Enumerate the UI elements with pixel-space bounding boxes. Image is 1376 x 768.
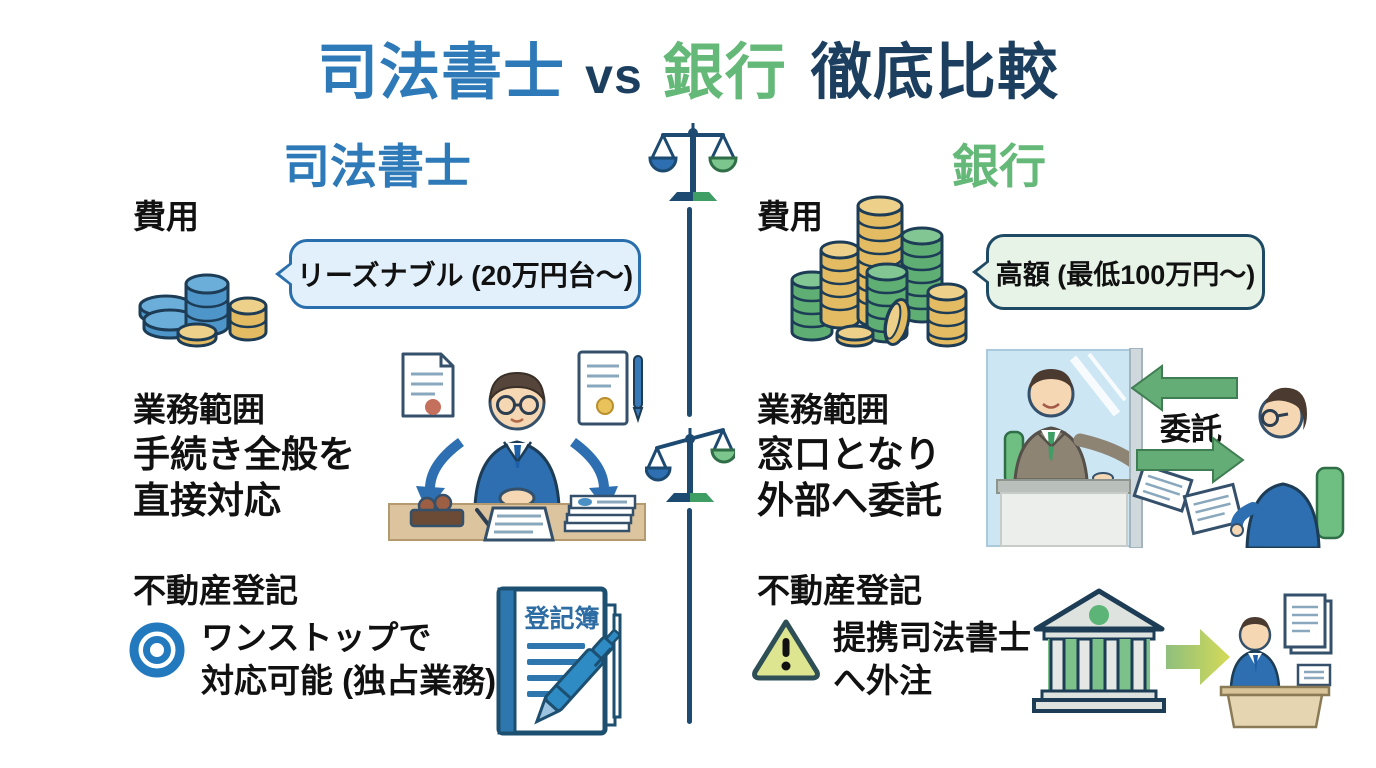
cost-label-left: 費用 [133,198,199,235]
scrivener-desk-illustration [388,350,646,542]
gradient-arrow-icon [1166,629,1230,685]
scrivener-person [473,371,561,509]
warning-icon [752,619,820,681]
scope-text-left-line2: 直接対応 [133,479,281,521]
bank-outsource-illustration [1032,588,1333,729]
cost-speech-bubble-right: 高額 (最低100万円〜) [986,234,1265,310]
scope-text-left: 手続き全般を 直接対応 [133,432,355,524]
pen-icon [534,629,621,725]
window-frame-bar [1129,348,1143,548]
bank-delegation-illustration: 委託 [986,348,1345,548]
title-bank: 銀行 [662,38,787,106]
scope-text-right: 窓口となり 外部へ委託 [757,432,942,524]
scope-label-left: 業務範囲 [133,391,265,428]
title-vs: vs [585,48,643,104]
paper-stack-icon [563,494,637,533]
documents-icon [1283,593,1333,655]
scope-text-right-line1: 窓口となり [757,434,941,475]
title-rest: 徹底比較 [810,38,1059,106]
coins-illustration-left [138,273,268,348]
scales-tilted-icon [645,428,735,502]
visitor-chair [1315,466,1345,540]
registry-text-right: 提携司法書士 へ外注 [833,617,1031,703]
cost-speech-bubble-left: リーズナブル (20万円台〜) [289,239,641,309]
registry-text-right-line1: 提携司法書士 [833,619,1031,656]
registry-label-left: 不動産登記 [133,572,298,609]
center-divider-bottom [687,508,692,724]
scope-text-left-line1: 手続き全般を [133,434,355,475]
scales-balanced-icon [648,123,738,201]
cost-bubble-text-left: リーズナブル (20万円台〜) [296,260,634,291]
scrivener-at-desk [1219,617,1332,729]
bank-building-icon [1032,588,1166,713]
delegation-label: 委託 [1160,412,1222,447]
scrivener-visitor-person [1182,387,1321,548]
registry-book-illustration: 登記簿 [496,586,622,736]
arrow-right-icon [1136,436,1245,484]
cost-bubble-text-right: 高額 (最低100万円〜) [995,259,1256,290]
scope-text-right-line2: 外部へ委託 [757,479,942,521]
document-icon [401,352,455,418]
cost-label-right: 費用 [757,198,823,235]
paper-on-desk [483,506,555,542]
registry-text-left-line1: ワンストップで [201,619,432,656]
page-title: 司法書士 vs 銀行徹底比較 [0,22,1376,111]
stamp-set-icon [409,493,465,528]
scope-label-right: 業務範囲 [757,391,889,428]
certificate-icon [577,350,644,426]
book-title-text: 登記簿 [523,604,599,633]
center-divider-top [687,207,692,417]
double-circle-icon [129,622,185,678]
arrow-left-icon [1130,364,1238,412]
registry-label-right: 不動産登記 [757,572,922,609]
registry-text-left: ワンストップで 対応可能 (独占業務) [201,617,496,703]
registry-text-right-line2: へ外注 [833,661,932,699]
column-header-shiho: 司法書士 [283,140,471,193]
column-header-bank: 銀行 [952,140,1046,193]
registry-text-left-line2: 対応可能 (独占業務) [201,661,497,699]
counter [996,479,1131,547]
title-shiho: 司法書士 [317,38,566,106]
coins-illustration-right [790,195,968,348]
